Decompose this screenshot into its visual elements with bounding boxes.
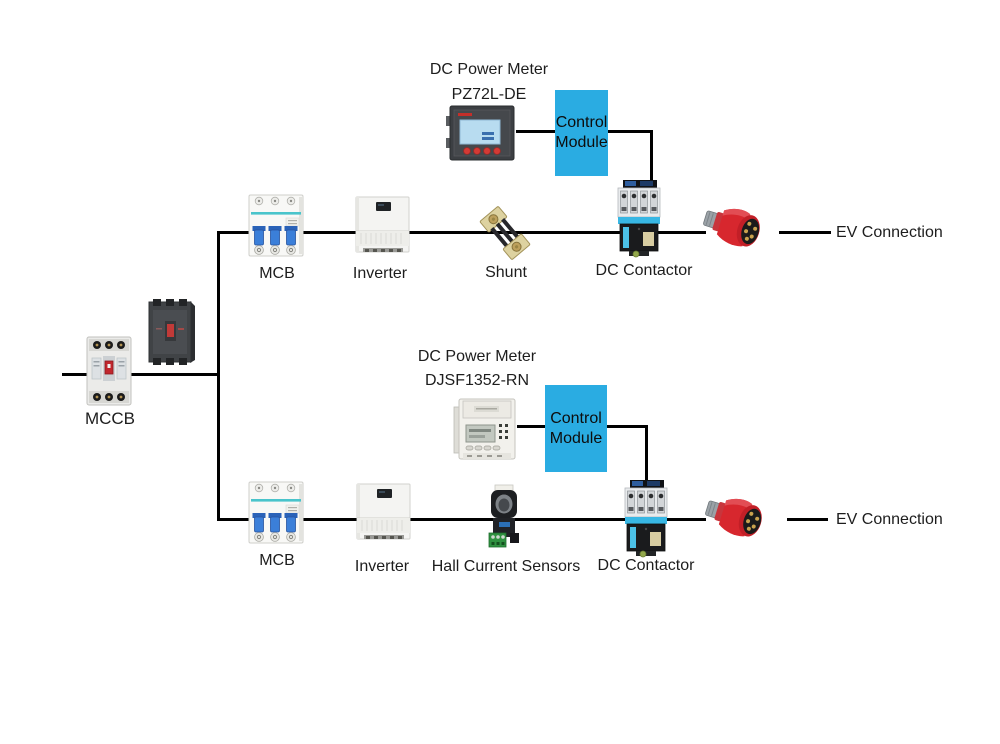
mcb-label-top: MCB: [259, 265, 295, 282]
wire-meter-to-module-top: [516, 130, 556, 133]
meter-title-top: DC Power Meter PZ72L-DE: [430, 57, 548, 107]
mcb-label-bottom: MCB: [259, 552, 295, 569]
wire-module-out-bottom: [606, 425, 648, 428]
mccb-label: MCCB: [84, 409, 136, 428]
mcb-icon: [248, 194, 304, 257]
wire-module-down-bottom: [645, 425, 648, 483]
wire-main-feed: [62, 373, 220, 376]
wire-meter-to-module-bottom: [517, 425, 546, 428]
meter-name-bottom: DC Power Meter: [417, 348, 537, 365]
shunt-icon: [479, 205, 531, 261]
wire-module-out-top: [607, 130, 653, 133]
inverter-label-bottom: Inverter: [354, 558, 410, 575]
mcb-icon: [248, 481, 304, 544]
dc-contactor-icon: [617, 179, 661, 258]
wire-trunk-vertical: [217, 231, 220, 521]
dc-contactor-label-top: DC Contactor: [595, 262, 693, 279]
ev-connection-label-bottom: EV Connection: [836, 511, 943, 528]
meter-title-bottom: DC Power Meter DJSF1352-RN: [418, 345, 536, 393]
meter-name-top: DC Power Meter: [429, 61, 549, 78]
meter-model-top: PZ72L-DE: [451, 86, 527, 103]
ev-plug-icon: [699, 199, 765, 252]
wire-ev-stub-top: [779, 231, 831, 234]
panel-meter-icon: [445, 105, 515, 161]
shunt-label: Shunt: [485, 264, 527, 281]
control-module-top: Control Module: [555, 90, 608, 176]
dc-contactor-icon: [624, 479, 668, 558]
wire-module-down-top: [650, 130, 653, 184]
ev-connection-label-top: EV Connection: [836, 224, 943, 241]
wire-branch-top: [217, 231, 706, 234]
control-module-label-top: Control Module: [555, 114, 608, 151]
mccb-icon: [86, 336, 132, 406]
ev-plug-icon: [701, 489, 767, 542]
molded-breaker-icon: [148, 298, 196, 366]
inverter-label-top: Inverter: [352, 265, 408, 282]
inverter-icon: [355, 196, 410, 253]
din-rail-meter-icon: [453, 398, 516, 460]
wire-ev-stub-bottom: [787, 518, 828, 521]
control-module-bottom: Control Module: [545, 385, 607, 472]
hall-current-sensors-label: Hall Current Sensors: [431, 558, 581, 575]
meter-model-bottom: DJSF1352-RN: [424, 372, 530, 389]
hall-current-sensor-icon: [488, 484, 520, 548]
dc-contactor-label-bottom: DC Contactor: [597, 557, 695, 574]
control-module-label-bottom: Control Module: [549, 409, 603, 447]
wire-branch-bottom: [217, 518, 706, 521]
inverter-icon: [356, 483, 411, 540]
